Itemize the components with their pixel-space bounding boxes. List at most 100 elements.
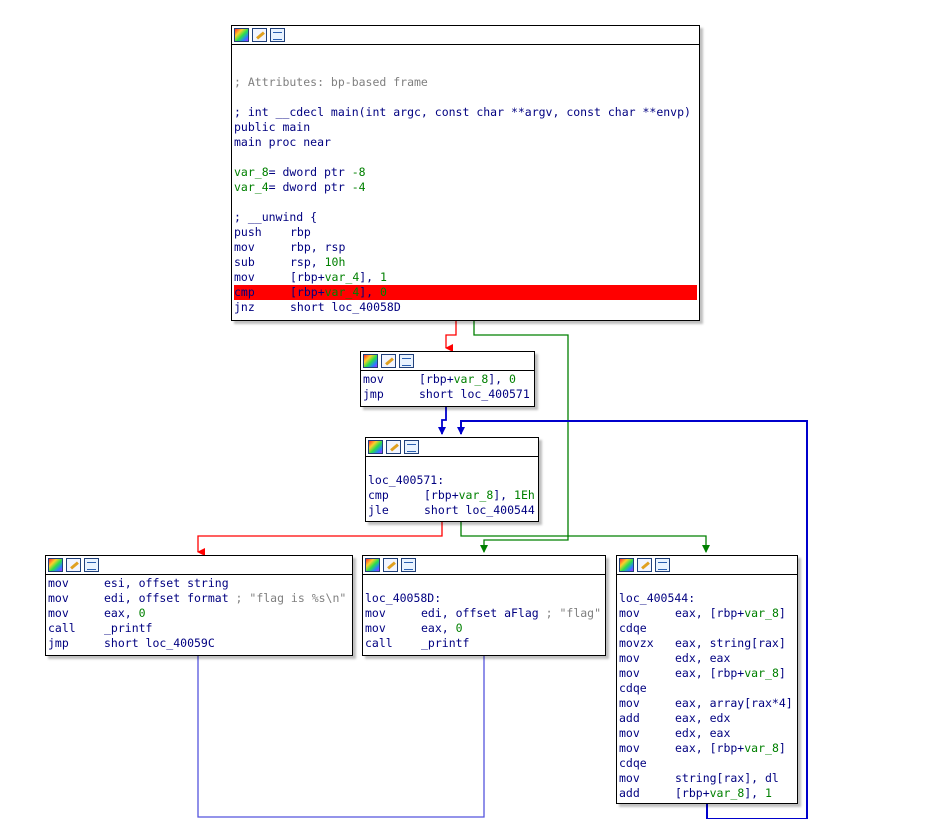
color-icon[interactable] [363, 354, 378, 368]
edit-icon[interactable] [66, 558, 81, 572]
edit-icon[interactable] [383, 558, 398, 572]
operand-tail: ], [359, 270, 381, 284]
edge-init-to-loop [438, 406, 447, 435]
color-icon[interactable] [234, 28, 249, 42]
color-icon[interactable] [365, 558, 380, 572]
color-icon[interactable] [48, 558, 63, 572]
mnemonic: jle [368, 503, 389, 517]
graph-icon[interactable] [84, 558, 99, 572]
edit-icon[interactable] [637, 558, 652, 572]
immediate: 1 [765, 786, 772, 800]
color-icon[interactable] [619, 558, 634, 572]
edit-icon[interactable] [386, 440, 401, 454]
mnemonic: cdqe [619, 621, 647, 635]
node-title-bar[interactable] [232, 26, 699, 45]
instruction-line[interactable]: call_printf [48, 621, 350, 636]
immediate: 1Eh [514, 488, 535, 502]
proc-decl: main proc near [234, 135, 331, 149]
operands: [rbp+ [424, 488, 459, 502]
node-title-bar[interactable] [361, 352, 534, 371]
attr-comment: ; Attributes: bp-based frame [234, 75, 428, 89]
instruction-line[interactable]: add[rbp+var_8], 1 [619, 786, 795, 801]
graph-icon[interactable] [655, 558, 670, 572]
mnemonic: mov [619, 666, 640, 680]
instruction-line[interactable]: cmp[rbp+var_4], 0 [234, 285, 697, 300]
unwind-comment: ; __unwind { [234, 210, 318, 224]
mnemonic: mov [365, 606, 386, 620]
immediate: 10h [324, 255, 346, 269]
instruction-line[interactable]: mov[rbp+var_4], 1 [234, 270, 697, 285]
operands: rbp [290, 225, 311, 239]
mnemonic: cdqe [619, 681, 647, 695]
mnemonic: cmp [368, 488, 389, 502]
node-title-bar[interactable] [366, 438, 538, 457]
edge-main-to-init [445, 320, 457, 352]
operand-tail: ], [488, 372, 510, 386]
mnemonic: add [619, 786, 640, 800]
instruction-line[interactable]: mov[rbp+var_8], 0 [363, 372, 532, 387]
node-title-bar[interactable] [46, 556, 352, 575]
node-main[interactable]: ; Attributes: bp-based frame ; int __cde… [231, 25, 700, 321]
operand-tail: ], [744, 786, 766, 800]
instruction-line[interactable]: cdqe [619, 756, 795, 771]
color-icon[interactable] [368, 440, 383, 454]
mnemonic: mov [619, 651, 640, 665]
mnemonic: jmp [48, 636, 69, 650]
node-title-bar[interactable] [363, 556, 605, 575]
stack-var: var_8 [744, 606, 779, 620]
proto-comment: ; int __cdecl main(int argc, const char … [234, 105, 691, 119]
graph-icon[interactable] [270, 28, 285, 42]
stack-var: var_4 [324, 270, 360, 284]
operands: [rbp+ [419, 372, 454, 386]
stack-var: var_8 [453, 372, 489, 386]
stack-var: var_8 [709, 786, 745, 800]
mnemonic: mov [365, 621, 386, 635]
operand-tail: ] [778, 666, 786, 680]
operand-tail: ] [778, 741, 786, 755]
graph-icon[interactable] [404, 440, 419, 454]
instruction-line[interactable]: cdqe [619, 621, 795, 636]
instruction-line[interactable]: cdqe [619, 681, 795, 696]
operands: _printf [104, 621, 153, 635]
stack-var: var_8 [744, 741, 779, 755]
operands: eax, [104, 606, 139, 620]
instruction-line[interactable]: cmp[rbp+var_8], 1Eh [368, 488, 536, 503]
edit-icon[interactable] [381, 354, 396, 368]
graph-icon[interactable] [399, 354, 414, 368]
var4-decl: var_4= dword ptr -4 [234, 180, 366, 194]
mnemonic: add [619, 711, 640, 725]
graph-icon[interactable] [401, 558, 416, 572]
instruction-line[interactable]: call_printf [365, 636, 603, 651]
mnemonic: cdqe [619, 756, 647, 770]
edit-icon[interactable] [252, 28, 267, 42]
node-title-bar[interactable] [617, 556, 797, 575]
mnemonic: sub [234, 255, 255, 269]
operands: [rbp+ [290, 270, 325, 284]
